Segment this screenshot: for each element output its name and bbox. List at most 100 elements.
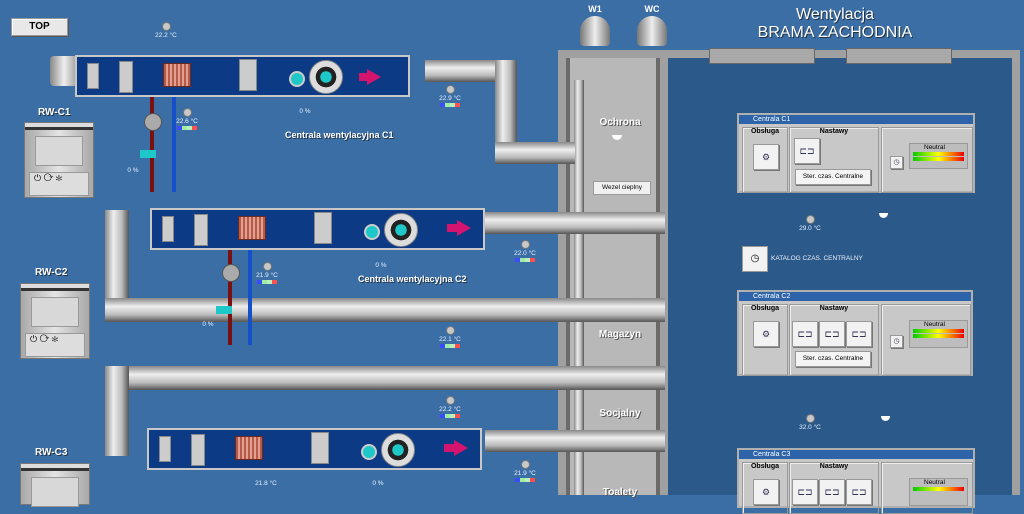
heater-coil-icon bbox=[163, 63, 191, 87]
nastawy-section: Nastawy ⊏⊐ Ster. czas. Centralne bbox=[789, 127, 879, 193]
obsluga-label: Obsługa bbox=[750, 305, 779, 312]
cabinet-top bbox=[21, 284, 89, 291]
cold-water-pipe-c1 bbox=[172, 97, 176, 192]
supply-duct-c1-horizontal bbox=[495, 142, 575, 164]
ahu-c2-housing[interactable] bbox=[150, 208, 485, 250]
controller-display bbox=[35, 136, 83, 166]
fan-icon[interactable] bbox=[381, 433, 415, 467]
controller-display bbox=[31, 297, 79, 327]
setpoint-button[interactable]: ⊏⊐ bbox=[792, 321, 818, 347]
setpoint-button[interactable]: ⊏⊐ bbox=[819, 321, 845, 347]
obsluga-section: Obsługa ⚙ bbox=[742, 304, 788, 376]
ahu-c3-housing[interactable] bbox=[147, 428, 482, 470]
water-temp-c2[interactable]: 21.9 °C bbox=[247, 262, 287, 284]
thermometer-icon bbox=[445, 396, 455, 405]
service-button[interactable]: ⚙ bbox=[753, 479, 779, 505]
zone-temp-1[interactable]: 29.0 °C bbox=[790, 215, 830, 232]
supply-temp-c1[interactable]: 22.9 °C bbox=[430, 85, 470, 107]
fan-icon[interactable] bbox=[384, 213, 418, 247]
camera-icon bbox=[879, 213, 888, 218]
thermometer-icon bbox=[445, 326, 455, 335]
hot-water-pipe-c2 bbox=[228, 250, 232, 345]
pump-icon[interactable] bbox=[144, 113, 162, 131]
setpoint-button[interactable]: ⊏⊐ bbox=[819, 479, 845, 505]
obsluga-section: Obsługa ⚙ bbox=[742, 462, 788, 514]
panel-centrala-c3: Centrala C3 Obsługa ⚙ Nastawy ⊏⊐ ⊏⊐ ⊏⊐ N… bbox=[737, 448, 975, 514]
roof-bar-2 bbox=[846, 48, 952, 64]
valve-c1-value: 0 % bbox=[127, 167, 139, 174]
valve-actuator-icon[interactable] bbox=[216, 306, 232, 314]
setpoint-button[interactable]: ⊏⊐ bbox=[794, 138, 820, 164]
status-section: Neutral bbox=[881, 462, 973, 514]
thermometer-icon bbox=[445, 85, 455, 94]
supply-temp-c3-value: 21.9 °C bbox=[514, 470, 536, 477]
outside-temp-sensor[interactable]: 22.2 °C bbox=[146, 22, 186, 39]
status-section: ◷ Neutral bbox=[881, 127, 973, 193]
room-toalety: Toalety bbox=[602, 487, 638, 498]
filter-icon bbox=[191, 434, 205, 466]
airflow-arrow-shaft bbox=[444, 444, 456, 452]
room-magazyn: Magazyn bbox=[598, 329, 642, 340]
water-temp-c1-value: 22.6 °C bbox=[176, 118, 198, 125]
controller-rw-c3[interactable] bbox=[20, 463, 90, 507]
nastawy-section: Nastawy ⊏⊐ ⊏⊐ ⊏⊐ Ster. czas. Centralne bbox=[789, 304, 879, 376]
service-button[interactable]: ⚙ bbox=[753, 321, 779, 347]
zone-temp-1-value: 29.0 °C bbox=[799, 225, 821, 232]
clock-icon[interactable]: ◷ bbox=[890, 335, 903, 348]
fan-icon[interactable] bbox=[309, 60, 343, 94]
cabinet-top bbox=[25, 123, 93, 130]
temp-color-bar bbox=[440, 103, 460, 107]
zone-temp-2-value: 32.0 °C bbox=[799, 424, 821, 431]
schedule-button[interactable]: Ster. czas. Centralne bbox=[795, 351, 871, 367]
supply-temp-c2[interactable]: 22.0 °C bbox=[505, 240, 545, 262]
supply-duct-c1-vertical bbox=[495, 60, 517, 160]
valve-actuator-icon[interactable] bbox=[140, 150, 156, 158]
supply-temp-c3[interactable]: 21.9 °C bbox=[505, 460, 545, 482]
clock-icon[interactable]: ◷ bbox=[742, 246, 768, 272]
clock-icon[interactable]: ◷ bbox=[890, 156, 903, 169]
top-button[interactable]: TOP bbox=[11, 18, 68, 36]
zone-temp-2[interactable]: 32.0 °C bbox=[790, 414, 830, 431]
setpoint-button[interactable]: ⊏⊐ bbox=[792, 479, 818, 505]
ahu-c1-housing[interactable] bbox=[75, 55, 410, 97]
setpoint-button[interactable]: ⊏⊐ bbox=[846, 479, 872, 505]
service-button[interactable]: ⚙ bbox=[753, 144, 779, 170]
water-temp-c3[interactable]: 21.8 °C bbox=[255, 480, 277, 487]
controller-rw-c3-label: RW-C3 bbox=[35, 447, 68, 458]
return-temp-c3-value: 22.2 °C bbox=[439, 406, 461, 413]
roof-fan-w1-label: W1 bbox=[588, 4, 602, 14]
roof-fan-wc[interactable]: WC bbox=[634, 4, 670, 46]
roof-fan-icon bbox=[580, 16, 610, 46]
heat-node-button[interactable]: Wezel cieplny bbox=[593, 181, 651, 195]
controller-rw-c2[interactable]: ⏻ ⟳ ✻ bbox=[20, 283, 90, 359]
power-icon: ⏻ ⟳ ✻ bbox=[29, 172, 89, 196]
roof-fan-icon bbox=[637, 16, 667, 46]
return-duct-c2 bbox=[105, 298, 665, 322]
status-gauge bbox=[913, 329, 964, 333]
controller-display bbox=[31, 477, 79, 507]
catalog-label: KATALOG CZAS. CENTRALNY bbox=[771, 255, 863, 262]
airflow-arrow-icon bbox=[457, 220, 471, 236]
water-temp-c1[interactable]: 22.6 °C bbox=[167, 108, 207, 130]
status-label: Neutral bbox=[924, 479, 945, 486]
return-temp-c3[interactable]: 22.2 °C bbox=[430, 396, 470, 418]
temp-color-bar bbox=[515, 478, 535, 482]
vertical-duct bbox=[574, 80, 584, 495]
return-duct-c3-vertical bbox=[105, 366, 129, 456]
filter-icon bbox=[119, 61, 133, 93]
status-label: Neutral bbox=[924, 144, 945, 151]
pump-icon[interactable] bbox=[222, 264, 240, 282]
page-title: Wentylacja BRAMA ZACHODNIA bbox=[740, 6, 930, 42]
supply-duct-c2 bbox=[485, 212, 665, 234]
title-line1: Wentylacja bbox=[796, 6, 874, 23]
damper-icon bbox=[159, 436, 171, 462]
room-socjalny: Socjalny bbox=[599, 408, 641, 419]
roof-fan-w1[interactable]: W1 bbox=[577, 4, 613, 46]
controller-rw-c1[interactable]: ⏻ ⟳ ✻ bbox=[24, 122, 94, 198]
schedule-button[interactable]: Ster. czas. Centralne bbox=[795, 169, 871, 185]
airflow-arrow-icon bbox=[367, 69, 381, 85]
setpoint-button[interactable]: ⊏⊐ bbox=[846, 321, 872, 347]
fan-speed-c2: 0 % bbox=[375, 262, 387, 269]
fan-speed-c1: 0 % bbox=[299, 108, 311, 115]
return-temp-c2[interactable]: 22.1 °C bbox=[430, 326, 470, 348]
